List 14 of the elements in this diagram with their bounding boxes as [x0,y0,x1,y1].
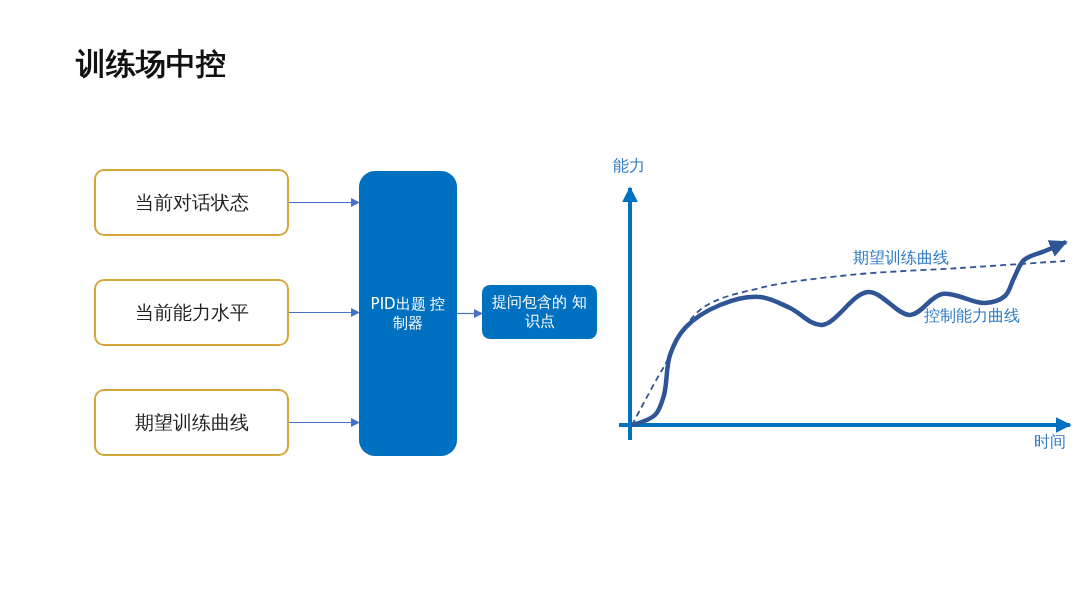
axis-label: 能力 [613,156,645,177]
input-box: 期望训练曲线 [94,389,289,456]
curve-label: 期望训练曲线 [853,248,949,269]
curve-label: 控制能力曲线 [924,306,1020,327]
input-box: 当前对话状态 [94,169,289,236]
output-box: 提问包含的 知识点 [482,285,597,339]
arrow [456,309,483,318]
arrow [288,308,360,317]
slide-title: 训练场中控 [76,45,226,83]
axis-label: 时间 [1034,432,1066,453]
input-box: 当前能力水平 [94,279,289,346]
controller-box: PID出题 控制器 [359,171,457,456]
arrow [288,198,360,207]
arrow [288,418,360,427]
